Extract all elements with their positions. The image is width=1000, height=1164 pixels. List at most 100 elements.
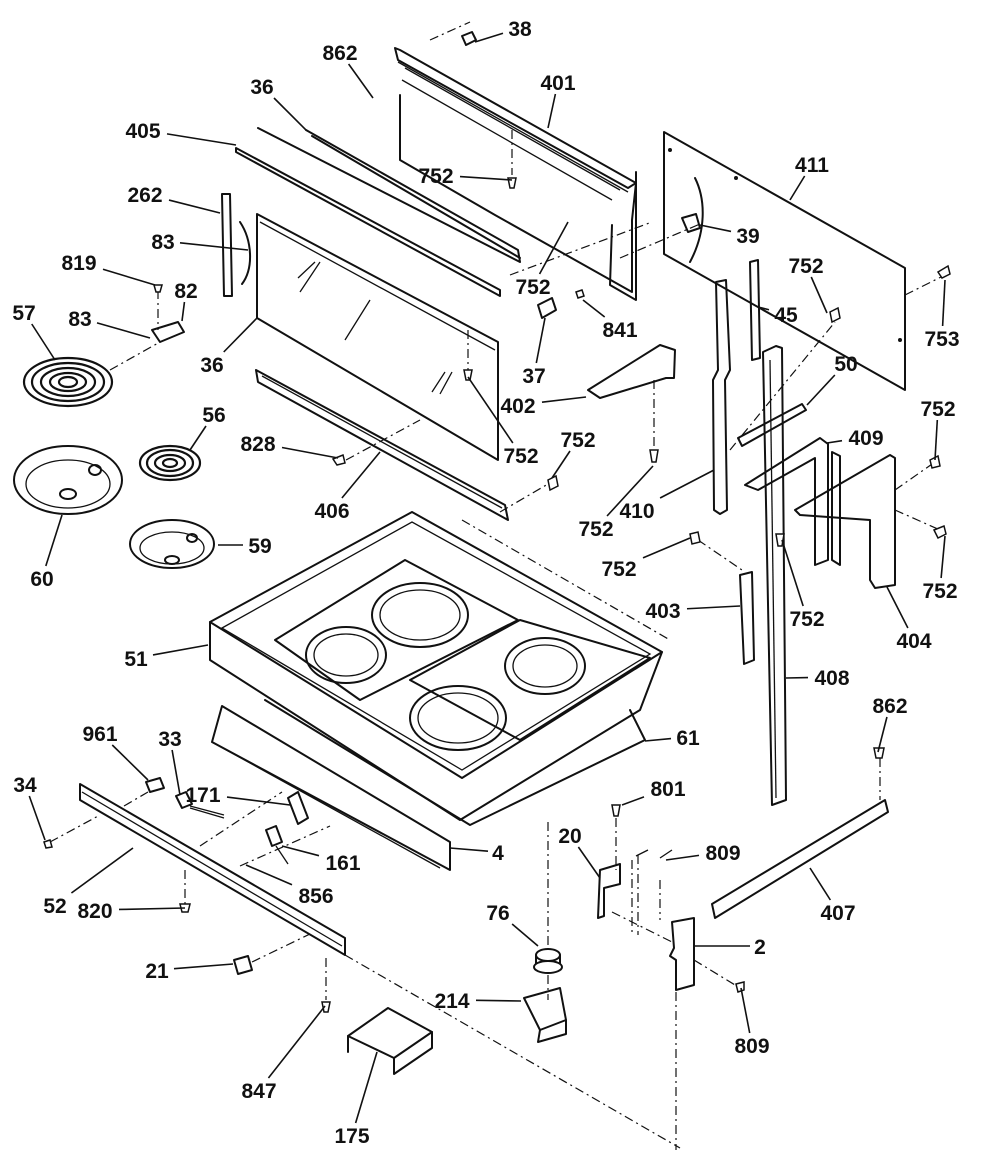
part-number-label: 752: [601, 558, 636, 581]
callout-801: 801: [621, 778, 686, 806]
callout-51: 51: [124, 644, 209, 671]
callout-82: 82: [174, 280, 198, 322]
callout-161: 161: [281, 845, 361, 875]
leader-line: [171, 749, 181, 796]
leader-line: [941, 279, 946, 327]
part-number-label: 819: [61, 252, 96, 275]
callout-36: 36: [200, 317, 258, 377]
rail-408: [729, 321, 836, 806]
bracket-402: [587, 344, 676, 452]
leader-line: [644, 737, 672, 742]
leader-line: [281, 845, 320, 857]
callout-856: 856: [245, 864, 334, 908]
callout-34: 34: [13, 774, 46, 841]
leader-line: [475, 999, 522, 1002]
part-number-label: 752: [578, 518, 613, 541]
callout-214: 214: [434, 990, 522, 1013]
drip-pan-60: [13, 445, 123, 515]
part-number-label: 403: [645, 600, 680, 623]
lamp-socket-37: [537, 297, 557, 319]
leader-line: [511, 923, 539, 947]
screw-752-402: [649, 449, 659, 463]
box-175: [347, 1007, 433, 1075]
part-number-label: 37: [522, 365, 545, 388]
part-number-label: 841: [602, 319, 637, 342]
callout-50: 50: [806, 353, 858, 406]
part-number-label: 752: [788, 255, 823, 278]
callout-409: 409: [826, 427, 884, 450]
part-number-label: 45: [774, 304, 798, 327]
backsplash-panel-401: [394, 21, 637, 293]
glass-panel-36: [256, 213, 499, 461]
leader-line: [886, 586, 909, 629]
part-number-label: 409: [848, 427, 883, 450]
callout-752: 752: [515, 221, 569, 299]
part-number-label: 752: [922, 580, 957, 603]
part-number-label: 83: [151, 231, 174, 254]
callout-752: 752: [601, 537, 691, 581]
part-number-label: 21: [145, 960, 169, 983]
leader-line: [642, 537, 691, 559]
callout-752: 752: [920, 398, 956, 461]
part-number-label: 61: [676, 727, 700, 750]
leader-line: [541, 396, 587, 403]
part-number-label: 57: [12, 302, 35, 325]
part-number-label: 60: [30, 568, 53, 591]
drip-pan-59: [129, 519, 215, 569]
callout-862: 862: [872, 695, 908, 753]
tube-36: [257, 127, 521, 263]
leader-line: [577, 846, 601, 879]
callout-403: 403: [645, 600, 741, 623]
part-number-label: 76: [486, 902, 509, 925]
callout-752: 752: [551, 429, 596, 479]
end-cap-38: [461, 31, 477, 46]
callout-820: 820: [77, 900, 186, 923]
leader-line: [877, 716, 888, 753]
part-number-label: 171: [185, 784, 220, 807]
screw-752-406: [499, 474, 559, 513]
leader-line: [781, 539, 804, 607]
leader-line: [789, 175, 806, 201]
part-number-label: 59: [248, 535, 271, 558]
vent-trim-406: [255, 369, 509, 521]
callout-405: 405: [125, 120, 237, 146]
lamp-21: [233, 933, 311, 975]
part-number-label: 752: [515, 276, 550, 299]
leader-line: [267, 1005, 326, 1079]
part-number-label: 862: [872, 695, 907, 718]
callout-45: 45: [757, 304, 798, 327]
screws-752-404: [775, 454, 947, 547]
leader-line: [168, 199, 221, 214]
callout-20: 20: [558, 825, 601, 879]
leader-line: [699, 224, 732, 233]
strip-45: [749, 259, 761, 361]
part-number-label: 4: [492, 842, 504, 865]
leader-line: [459, 175, 513, 181]
part-number-label: 856: [298, 885, 333, 908]
part-number-label: 809: [705, 842, 740, 865]
leader-line: [245, 864, 293, 886]
leader-line: [341, 451, 381, 499]
leader-line: [810, 276, 828, 314]
leader-line: [551, 450, 571, 479]
leader-line: [740, 987, 751, 1034]
part-number-label: 36: [200, 354, 223, 377]
leader-line: [474, 32, 504, 43]
bracket-panel-back: [509, 171, 653, 301]
surface-unit-56: [138, 444, 202, 482]
leader-line: [757, 306, 770, 311]
rail-410: [712, 279, 731, 515]
callout-410: 410: [619, 469, 715, 523]
part-number-label: 52: [43, 895, 66, 918]
part-number-label: 161: [325, 852, 360, 875]
surface-unit-57: [22, 341, 161, 408]
part-number-label: 408: [814, 667, 849, 690]
callout-402: 402: [500, 395, 587, 418]
callout-36: 36: [250, 76, 307, 131]
callout-841: 841: [582, 299, 638, 342]
part-number-label: 38: [508, 18, 532, 41]
callout-404: 404: [886, 586, 932, 653]
part-number-label: 809: [734, 1035, 769, 1058]
leader-line: [181, 301, 186, 322]
leader-line: [606, 465, 654, 517]
